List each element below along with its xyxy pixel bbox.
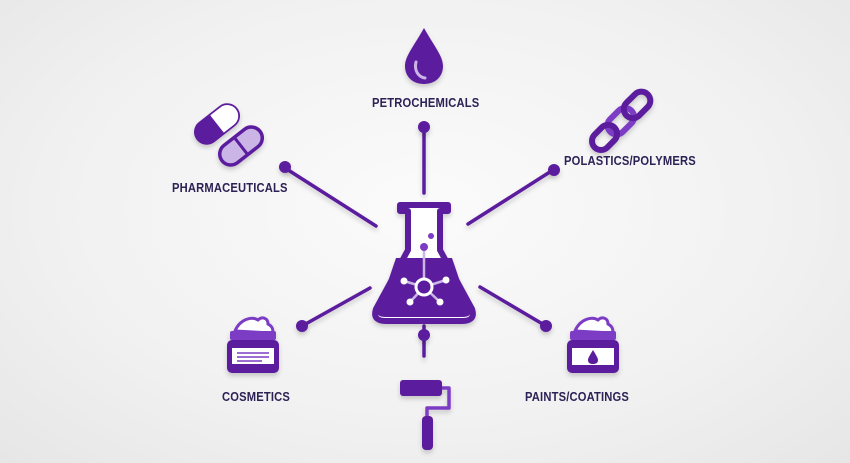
connector-cosmetics	[300, 286, 372, 328]
connector-paints	[478, 285, 548, 328]
label-plastics-polymers: POLASTICS/POLYMERS	[564, 153, 696, 168]
label-paints-coatings: PAINTS/COATINGS	[525, 389, 630, 404]
cream-jar-icon	[227, 316, 279, 373]
paint-roller-icon	[400, 380, 451, 450]
lab-flask-molecule-icon	[372, 202, 476, 324]
dot-pharmaceuticals	[279, 161, 291, 173]
capsule-pills-icon	[194, 103, 264, 167]
label-cosmetics: COSMETICS	[222, 389, 291, 404]
dot-polymers	[548, 164, 560, 176]
oil-drop-icon	[405, 28, 443, 84]
dot-petrochemicals	[418, 121, 430, 133]
dot-roller	[418, 329, 430, 341]
connector-dots	[279, 121, 560, 341]
connector-pharmaceuticals	[283, 166, 378, 228]
connector-polymers	[466, 168, 555, 226]
label-pharmaceuticals: PHARMACEUTICALS	[172, 180, 288, 195]
label-petrochemicals: PETROCHEMICALS	[372, 95, 480, 110]
dot-cosmetics	[296, 320, 308, 332]
chain-links-icon	[589, 88, 654, 153]
dot-paints	[540, 320, 552, 332]
paint-jar-icon	[567, 316, 619, 373]
